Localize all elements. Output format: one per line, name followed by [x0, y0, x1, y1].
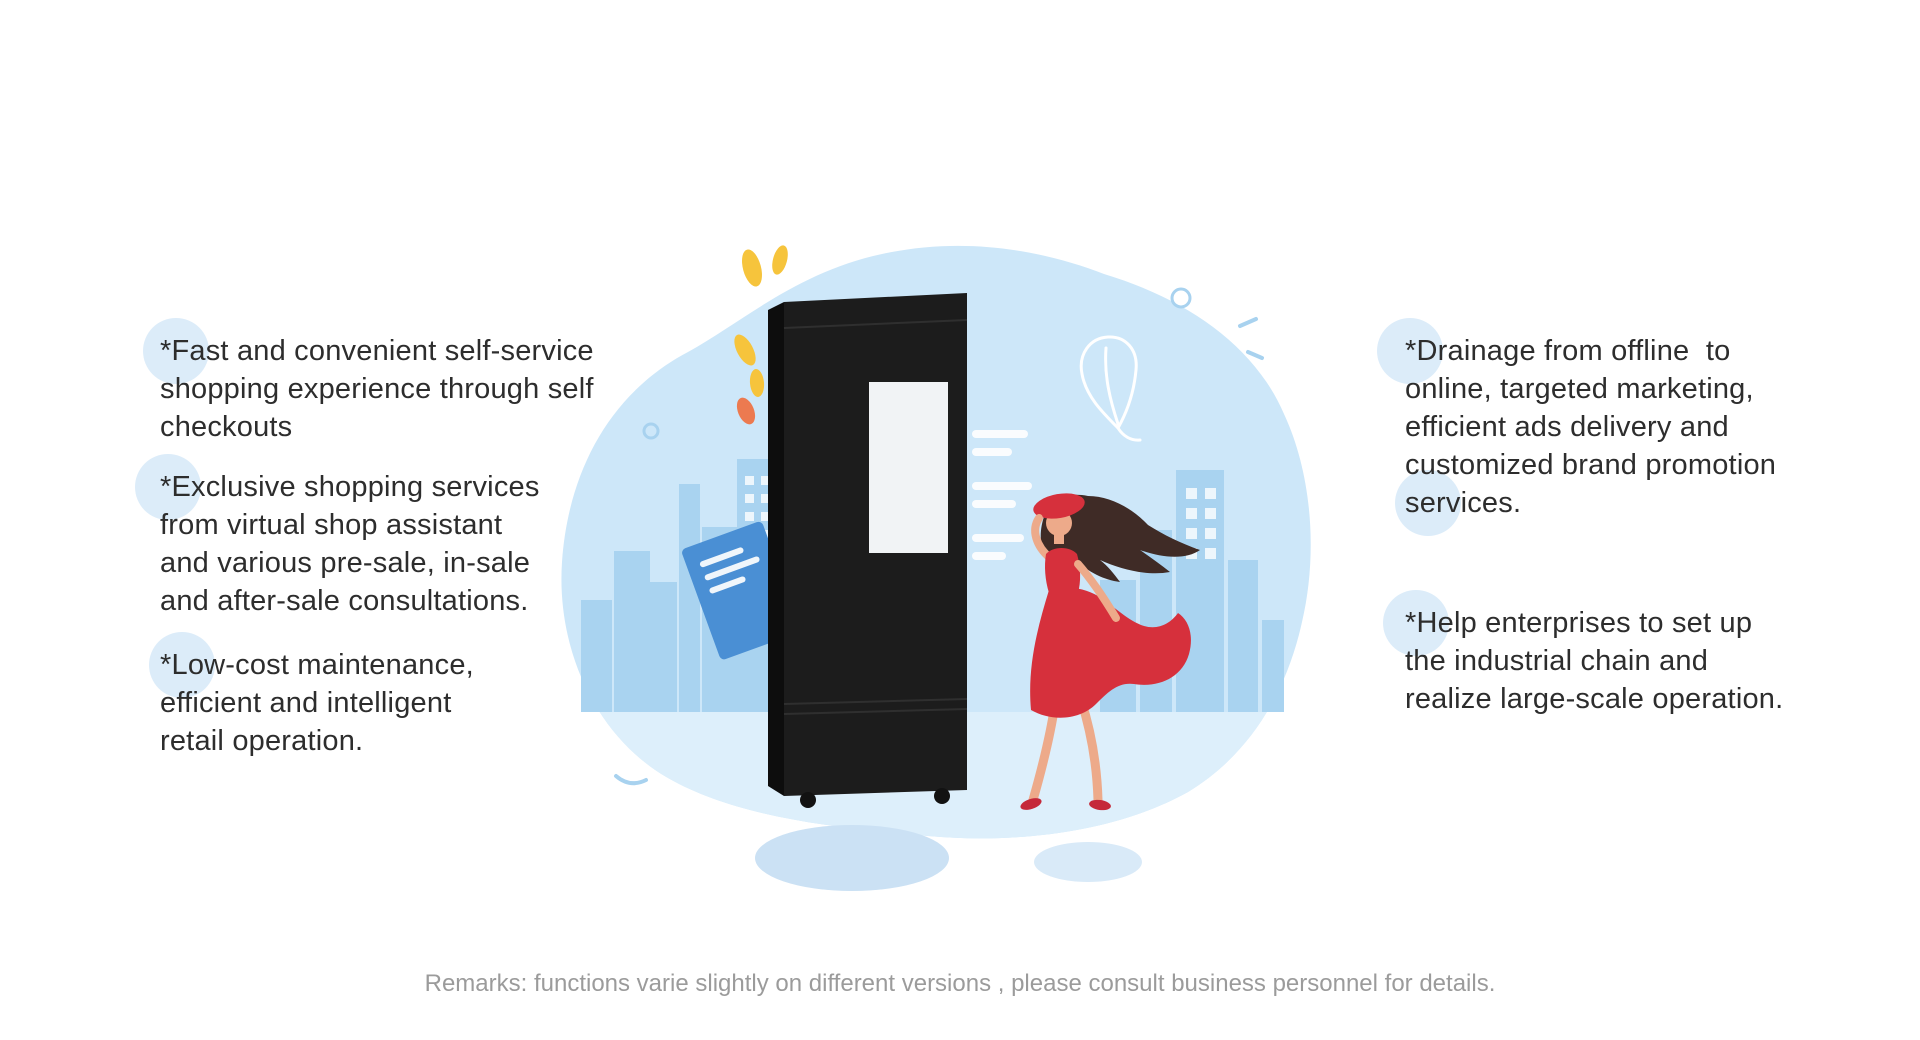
accent-circle [135, 454, 201, 520]
woman-shoe [1089, 799, 1111, 811]
accent-circle [149, 632, 215, 698]
kiosk-wheel [800, 792, 816, 808]
card-lines [699, 547, 760, 594]
woman-figure [1020, 493, 1200, 811]
woman-shoe [1020, 798, 1042, 810]
leaf-outline-icon [1079, 335, 1142, 442]
woman-neck [1054, 530, 1064, 544]
kiosk-shadow [755, 825, 949, 891]
decor-arc [614, 774, 648, 786]
illustration-svg [561, 245, 1311, 891]
decor-dash [1238, 317, 1258, 328]
woman-arm [1074, 560, 1120, 622]
kiosk-side [768, 302, 784, 796]
vending-kiosk [768, 293, 968, 808]
remarks-text: Remarks: functions varie slightly on dif… [424, 970, 1496, 997]
benefit-text: *Low-cost maintenance, efficient and int… [160, 649, 474, 757]
orange-leaf [736, 397, 756, 425]
promo-illustration [540, 230, 1340, 910]
kiosk-wheel [934, 788, 950, 804]
accent-circle [1383, 590, 1449, 656]
benefit-text: *Fast and convenient self-service shoppi… [160, 335, 594, 443]
yellow-leaves [734, 245, 788, 425]
accent-circle [1395, 470, 1461, 536]
kiosk-screen [869, 382, 948, 553]
list-lines [972, 430, 1032, 560]
benefit-text: *Exclusive shopping services from virtua… [160, 471, 540, 617]
decor-circle [1170, 287, 1192, 309]
decor-dash [1246, 350, 1264, 360]
benefit-text: *Drainage from offline to online, target… [1405, 335, 1777, 519]
figure-shadow [1034, 842, 1142, 882]
woman-skirt [1030, 587, 1191, 718]
woman-hat [1033, 493, 1085, 519]
accent-circle [1377, 318, 1443, 384]
benefit-text: *Help enterprises to set up the industri… [1405, 607, 1784, 715]
woman-hair [1040, 494, 1200, 582]
decor-strokes [614, 287, 1264, 786]
decor-circle [642, 422, 660, 440]
accent-circle [143, 318, 209, 384]
woman-torso [1045, 548, 1081, 593]
